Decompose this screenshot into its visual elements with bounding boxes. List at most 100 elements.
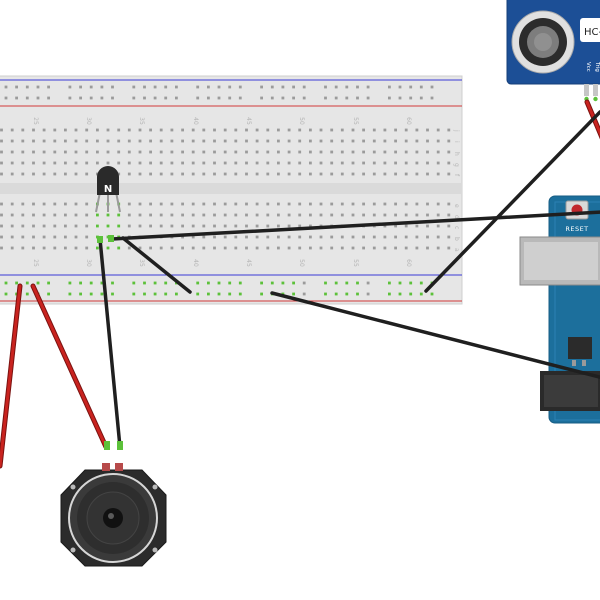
breadboard-hole[interactable] (255, 246, 259, 250)
breadboard-hole[interactable] (277, 235, 280, 239)
breadboard-hole[interactable] (74, 246, 78, 250)
breadboard-hole[interactable] (191, 224, 195, 228)
breadboard-hole[interactable] (64, 150, 67, 154)
breadboard-hole[interactable] (42, 161, 46, 165)
breadboard-hole[interactable] (0, 172, 3, 176)
breadboard-hole[interactable] (53, 172, 57, 176)
breadboard-hole[interactable] (4, 85, 8, 89)
breadboard-hole[interactable] (409, 281, 413, 285)
breadboard-hole[interactable] (255, 150, 259, 154)
breadboard-hole[interactable] (255, 235, 259, 239)
breadboard-hole[interactable] (21, 139, 25, 143)
breadboard-hole[interactable] (213, 235, 216, 239)
breadboard-hole[interactable] (340, 235, 344, 239)
breadboard-hole[interactable] (127, 139, 131, 143)
breadboard-hole[interactable] (309, 161, 312, 165)
breadboard-hole[interactable] (74, 202, 78, 206)
breadboard-hole[interactable] (181, 161, 184, 165)
breadboard-hole[interactable] (15, 85, 18, 89)
breadboard-hole[interactable] (138, 224, 142, 228)
breadboard-hole[interactable] (106, 150, 110, 154)
breadboard-hole[interactable] (398, 96, 402, 100)
breadboard-hole[interactable] (394, 172, 397, 176)
breadboard-hole[interactable] (330, 213, 334, 217)
breadboard-hole[interactable] (234, 128, 238, 132)
breadboard-hole[interactable] (191, 235, 195, 239)
breadboard-hole[interactable] (298, 246, 302, 250)
breadboard-hole[interactable] (223, 128, 227, 132)
breadboard-hole[interactable] (202, 202, 206, 206)
breadboard-hole[interactable] (111, 281, 114, 285)
breadboard-hole[interactable] (111, 85, 114, 89)
breadboard-hole[interactable] (330, 235, 334, 239)
breadboard-hole[interactable] (292, 292, 295, 296)
breadboard-hole[interactable] (100, 281, 104, 285)
breadboard-hole[interactable] (217, 85, 221, 89)
breadboard-hole[interactable] (138, 246, 142, 250)
breadboard-hole[interactable] (36, 281, 40, 285)
breadboard-hole[interactable] (207, 85, 210, 89)
breadboard-hole[interactable] (362, 128, 365, 132)
breadboard-hole[interactable] (298, 139, 302, 143)
breadboard-hole[interactable] (79, 281, 82, 285)
breadboard-hole[interactable] (351, 139, 355, 143)
breadboard-hole[interactable] (415, 172, 419, 176)
breadboard-hole[interactable] (334, 292, 338, 296)
breadboard-hole[interactable] (36, 96, 40, 100)
breadboard-hole[interactable] (10, 246, 14, 250)
breadboard-hole[interactable] (292, 96, 295, 100)
breadboard-hole[interactable] (334, 281, 338, 285)
breadboard-hole[interactable] (64, 139, 67, 143)
breadboard-hole[interactable] (36, 85, 40, 89)
breadboard-hole[interactable] (85, 128, 89, 132)
breadboard-hole[interactable] (181, 224, 184, 228)
breadboard-hole[interactable] (213, 150, 216, 154)
breadboard-hole[interactable] (170, 213, 174, 217)
breadboard-hole[interactable] (277, 246, 280, 250)
red-wire-sensor[interactable] (585, 100, 600, 140)
breadboard-hole[interactable] (53, 235, 57, 239)
breadboard-hole[interactable] (138, 202, 142, 206)
breadboard-hole[interactable] (426, 150, 429, 154)
breadboard-hole[interactable] (47, 96, 50, 100)
breadboard-hole[interactable] (351, 246, 355, 250)
breadboard-hole[interactable] (217, 96, 221, 100)
breadboard-hole[interactable] (388, 292, 391, 296)
breadboard-hole[interactable] (324, 96, 327, 100)
breadboard-hole[interactable] (388, 96, 391, 100)
breadboard-hole[interactable] (394, 235, 397, 239)
breadboard-hole[interactable] (223, 202, 227, 206)
breadboard-hole[interactable] (217, 292, 221, 296)
breadboard-hole[interactable] (351, 213, 355, 217)
breadboard-hole[interactable] (127, 150, 131, 154)
breadboard-hole[interactable] (255, 161, 259, 165)
breadboard-hole[interactable] (175, 85, 178, 89)
breadboard-hole[interactable] (383, 139, 387, 143)
breadboard-hole[interactable] (10, 172, 14, 176)
breadboard-hole[interactable] (277, 139, 280, 143)
breadboard-hole[interactable] (366, 292, 370, 296)
breadboard-hole[interactable] (53, 161, 57, 165)
breadboard-hole[interactable] (32, 128, 35, 132)
breadboard-hole[interactable] (223, 235, 227, 239)
breadboard-hole[interactable] (10, 213, 14, 217)
breadboard-hole[interactable] (334, 96, 338, 100)
breadboard-hole[interactable] (47, 85, 50, 89)
breadboard-hole[interactable] (223, 224, 227, 228)
breadboard-hole[interactable] (415, 161, 419, 165)
red-wire-speaker[interactable] (31, 284, 108, 449)
breadboard-hole[interactable] (149, 213, 152, 217)
breadboard-hole[interactable] (345, 281, 349, 285)
breadboard-hole[interactable] (234, 139, 238, 143)
breadboard-hole[interactable] (74, 161, 78, 165)
breadboard-hole[interactable] (287, 139, 291, 143)
breadboard-hole[interactable] (138, 128, 142, 132)
breadboard-hole[interactable] (266, 161, 270, 165)
breadboard-hole[interactable] (356, 292, 359, 296)
breadboard-hole[interactable] (159, 150, 163, 154)
breadboard-hole[interactable] (302, 281, 306, 285)
breadboard-hole[interactable] (238, 292, 242, 296)
breadboard-hole[interactable] (74, 213, 78, 217)
breadboard-hole[interactable] (89, 96, 93, 100)
breadboard-hole[interactable] (127, 161, 131, 165)
